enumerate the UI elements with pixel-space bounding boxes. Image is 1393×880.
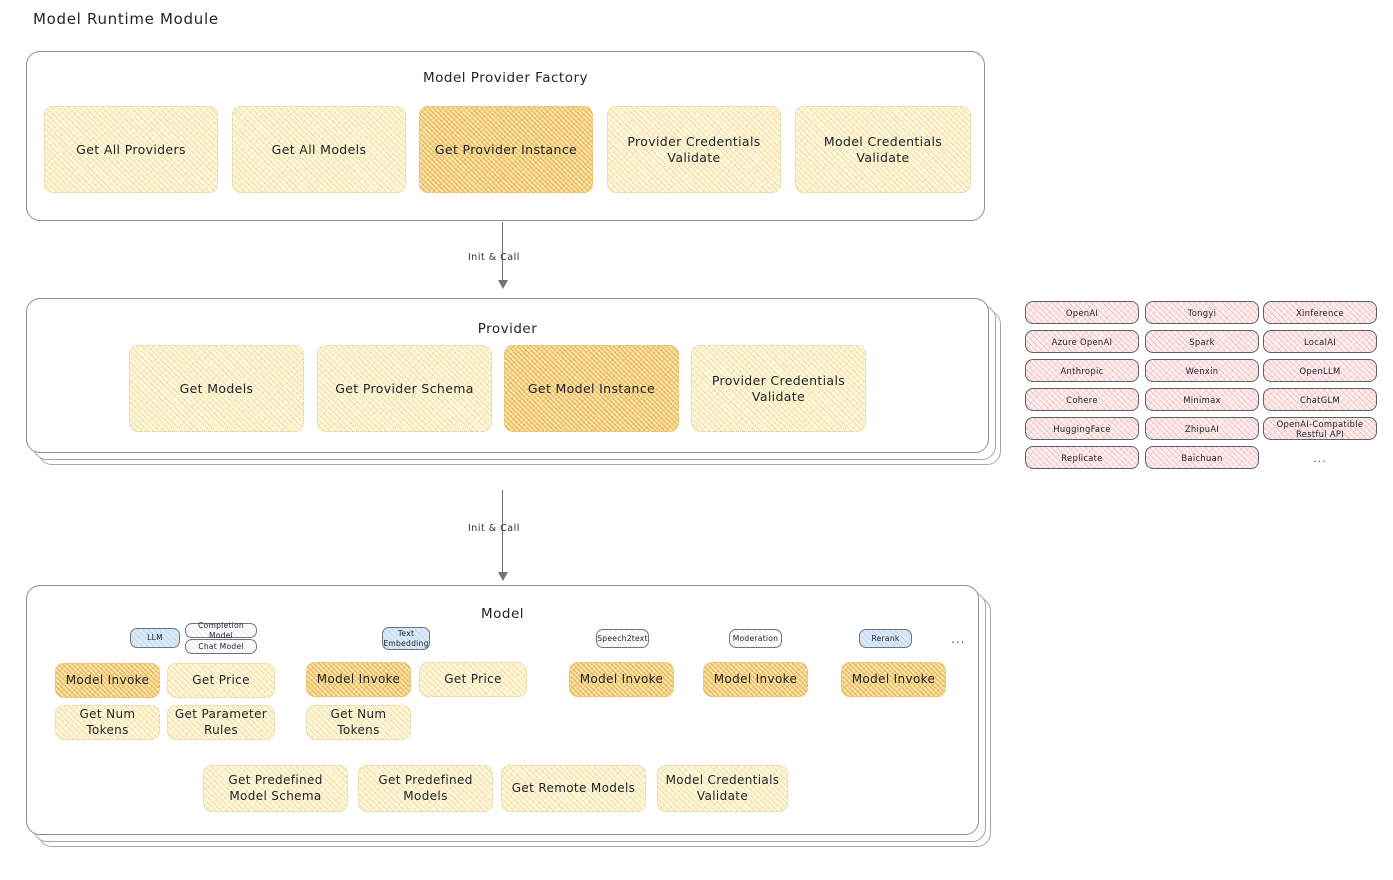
provider-chip-localai[interactable]: LocalAI bbox=[1263, 330, 1377, 353]
model-box-speech2text-model-invoke[interactable]: Model Invoke bbox=[569, 662, 674, 697]
model-common-box-get-predefined-models[interactable]: Get Predefined Models bbox=[358, 765, 493, 812]
provider-title: Provider bbox=[477, 321, 538, 337]
model-box-moderation-model-invoke[interactable]: Model Invoke bbox=[703, 662, 808, 697]
provider-chip-chatglm[interactable]: ChatGLM bbox=[1263, 388, 1377, 411]
provider-chip-azure-openai[interactable]: Azure OpenAI bbox=[1025, 330, 1139, 353]
model-type-chip-text-embedding[interactable]: Text Embedding bbox=[382, 627, 430, 650]
provider-chip-cohere[interactable]: Cohere bbox=[1025, 388, 1139, 411]
provider-box-get-models[interactable]: Get Models bbox=[129, 345, 304, 432]
factory-box-provider-credentials-validate[interactable]: Provider Credentials Validate bbox=[607, 106, 781, 193]
page-title: Model Runtime Module bbox=[33, 10, 219, 28]
model-box-llm-get-parameter-rules[interactable]: Get Parameter Rules bbox=[167, 705, 275, 740]
model-box-text-embedding-model-invoke[interactable]: Model Invoke bbox=[306, 662, 411, 697]
model-subchip-chat-model[interactable]: Chat Model bbox=[185, 639, 257, 654]
provider-chip-xinference[interactable]: Xinference bbox=[1263, 301, 1377, 324]
factory-box-get-all-models[interactable]: Get All Models bbox=[232, 106, 406, 193]
provider-chip-openai[interactable]: OpenAI bbox=[1025, 301, 1139, 324]
model-box-text-embedding-get-price[interactable]: Get Price bbox=[419, 662, 527, 697]
model-common-box-get-remote-models[interactable]: Get Remote Models bbox=[501, 765, 646, 812]
provider-chip-tongyi[interactable]: Tongyi bbox=[1145, 301, 1259, 324]
arrow-label-init-call-1: Init & Call bbox=[468, 252, 520, 263]
model-type-chip-llm[interactable]: LLM bbox=[130, 628, 180, 648]
model-box-llm-model-invoke[interactable]: Model Invoke bbox=[55, 663, 160, 698]
provider-chip-wenxin[interactable]: Wenxin bbox=[1145, 359, 1259, 382]
provider-chip-minimax[interactable]: Minimax bbox=[1145, 388, 1259, 411]
model-type-chip-rerank[interactable]: Rerank bbox=[859, 629, 912, 648]
provider-box-get-model-instance[interactable]: Get Model Instance bbox=[504, 345, 679, 432]
provider-chip-spark[interactable]: Spark bbox=[1145, 330, 1259, 353]
model-provider-factory-title: Model Provider Factory bbox=[422, 70, 588, 86]
arrow-label-init-call-2: Init & Call bbox=[468, 523, 520, 534]
provider-list-more: ... bbox=[1313, 452, 1327, 465]
provider-chip-anthropic[interactable]: Anthropic bbox=[1025, 359, 1139, 382]
model-type-chip-speech2text[interactable]: Speech2text bbox=[596, 629, 649, 648]
provider-chip-openllm[interactable]: OpenLLM bbox=[1263, 359, 1377, 382]
provider-box-get-provider-schema[interactable]: Get Provider Schema bbox=[317, 345, 492, 432]
factory-box-model-credentials-validate[interactable]: Model Credentials Validate bbox=[795, 106, 971, 193]
model-common-box-model-credentials-validate[interactable]: Model Credentials Validate bbox=[657, 765, 788, 812]
factory-box-get-all-providers[interactable]: Get All Providers bbox=[44, 106, 218, 193]
provider-box-provider-credentials-validate[interactable]: Provider Credentials Validate bbox=[691, 345, 866, 432]
model-title: Model bbox=[480, 606, 525, 622]
provider-chip-zhipuai[interactable]: ZhipuAI bbox=[1145, 417, 1259, 440]
model-groups-more: ... bbox=[951, 632, 966, 646]
model-type-chip-moderation[interactable]: Moderation bbox=[729, 629, 782, 648]
provider-chip-openai-compatible-restful-api[interactable]: OpenAI-Compatible Restful API bbox=[1263, 417, 1377, 440]
model-common-box-get-predefined-model-schema[interactable]: Get Predefined Model Schema bbox=[203, 765, 348, 812]
provider-chip-replicate[interactable]: Replicate bbox=[1025, 446, 1139, 469]
provider-chip-baichuan[interactable]: Baichuan bbox=[1145, 446, 1259, 469]
model-box-llm-get-price[interactable]: Get Price bbox=[167, 663, 275, 698]
factory-box-get-provider-instance[interactable]: Get Provider Instance bbox=[419, 106, 593, 193]
model-box-llm-get-num-tokens[interactable]: Get Num Tokens bbox=[55, 705, 160, 740]
model-box-rerank-model-invoke[interactable]: Model Invoke bbox=[841, 662, 946, 697]
model-subchip-completion-model[interactable]: Completion Model bbox=[185, 621, 257, 640]
model-box-text-embedding-get-num-tokens[interactable]: Get Num Tokens bbox=[306, 705, 411, 740]
provider-chip-huggingface[interactable]: HuggingFace bbox=[1025, 417, 1139, 440]
